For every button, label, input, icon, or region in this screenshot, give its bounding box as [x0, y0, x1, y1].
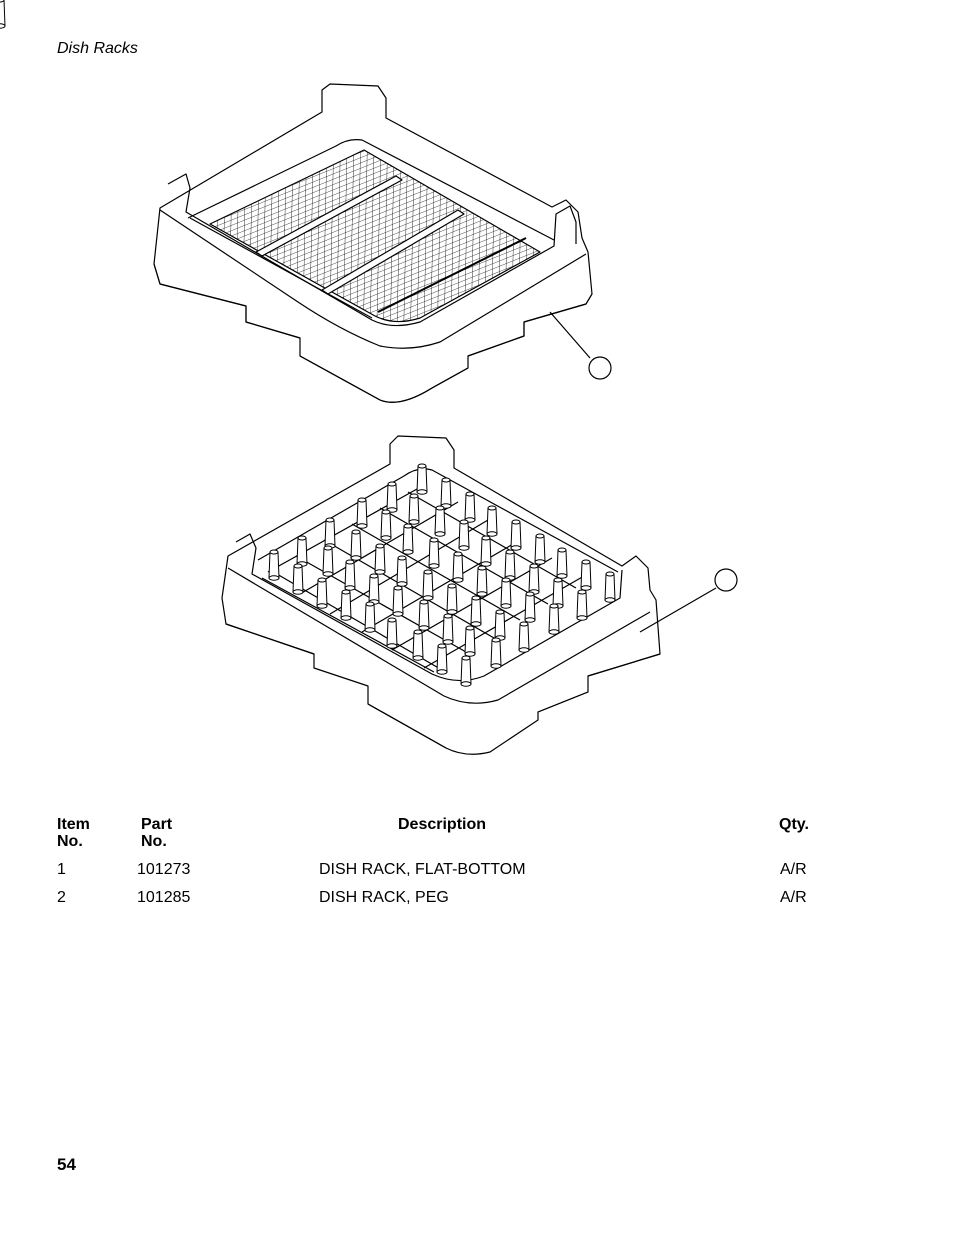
section-title: Dish Racks: [57, 40, 138, 57]
dish-rack-flat-bottom-illustration: [153, 83, 593, 403]
header-description: Description: [398, 816, 487, 833]
callout-2: [714, 568, 738, 592]
row-qty: A/R: [780, 889, 807, 906]
row-description: DISH RACK, PEG: [319, 889, 449, 906]
dish-rack-peg-illustration: [0, 0, 717, 755]
row-item-no: 1: [57, 861, 66, 878]
page-number: 54: [57, 1155, 76, 1174]
header-qty: Qty.: [779, 816, 809, 833]
row-description: DISH RACK, FLAT-BOTTOM: [319, 861, 526, 878]
row-part-no: 101285: [137, 889, 191, 906]
row-item-no: 2: [57, 889, 66, 906]
row-qty: A/R: [780, 861, 807, 878]
dish-racks-figure: [0, 0, 738, 755]
header-part-no: Part No.: [141, 816, 173, 850]
callout-1: [588, 356, 612, 380]
header-item-no: Item No.: [57, 816, 90, 850]
row-part-no: 101273: [137, 861, 191, 878]
